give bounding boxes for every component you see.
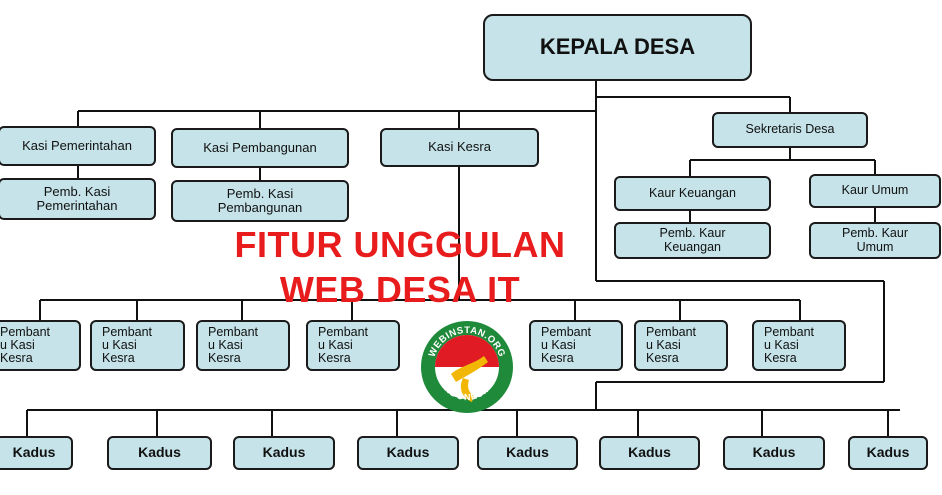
kasi-pemerintahan-box: Kasi Pemerintahan [0, 126, 156, 166]
pembantu-kasi-kesra-box: Pembant u Kasi Kesra [634, 320, 728, 371]
pemb-kaur-keuangan-label: Pemb. Kaur Keuangan [659, 225, 726, 254]
pembantu-kasi-kesra-box: Pembant u Kasi Kesra [306, 320, 400, 371]
kepala-desa-box: KEPALA DESA [483, 14, 752, 81]
kadus-label: Kadus [386, 444, 430, 461]
pemb-kaur-umum-label: Pemb. Kaur Umum [841, 225, 908, 254]
kaur-umum-box: Kaur Umum [809, 174, 941, 208]
kadus-box: Kadus [357, 436, 459, 470]
kadus-box: Kadus [723, 436, 825, 470]
pemb-kasi-pembangunan-label: Pemb. Kasi Pembangunan [217, 185, 303, 215]
kasi-pemerintahan-label: Kasi Pemerintahan [22, 137, 132, 153]
kadus-box: Kadus [0, 436, 73, 470]
sekretaris-desa-label: Sekretaris Desa [745, 122, 835, 137]
kasi-pembangunan-box: Kasi Pembangunan [171, 128, 349, 168]
overlay-title-line1: FITUR UNGGULAN [234, 224, 566, 265]
kasi-pembangunan-label: Kasi Pembangunan [203, 139, 317, 155]
kadus-box: Kadus [848, 436, 928, 470]
kasi-kesra-box: Kasi Kesra [380, 128, 539, 167]
kadus-label: Kadus [628, 444, 671, 461]
pembantu-kasi-kesra-label: Pembant u Kasi Kesra [318, 324, 369, 366]
webinstan-logo: WEBINSTAN.ORG INDONESIA [421, 321, 513, 413]
hand-shape [451, 356, 488, 382]
kaur-umum-label: Kaur Umum [841, 183, 909, 198]
pembantu-kasi-kesra-box: Pembant u Kasi Kesra [196, 320, 290, 371]
pembantu-kasi-kesra-box: Pembant u Kasi Kesra [752, 320, 846, 371]
pembantu-kasi-kesra-label: Pembant u Kasi Kesra [764, 324, 815, 366]
pembantu-kasi-kesra-box: Pembant u Kasi Kesra [90, 320, 185, 371]
pembantu-kasi-kesra-label: Pembant u Kasi Kesra [646, 324, 697, 366]
pembantu-kasi-kesra-label: Pembant u Kasi Kesra [102, 324, 153, 366]
kadus-box: Kadus [599, 436, 700, 470]
pembantu-kasi-kesra-label: Pembant u Kasi Kesra [541, 324, 592, 366]
kaur-keuangan-label: Kaur Keuangan [649, 185, 736, 200]
kadus-box: Kadus [107, 436, 212, 470]
kadus-label: Kadus [866, 444, 910, 461]
kadus-box: Kadus [477, 436, 578, 470]
pemb-kasi-pemerintahan-box: Pemb. Kasi Pemerintahan [0, 178, 156, 220]
pemb-kasi-pembangunan-box: Pemb. Kasi Pembangunan [171, 180, 349, 222]
kadus-box: Kadus [233, 436, 335, 470]
pembantu-kasi-kesra-label: Pembant u Kasi Kesra [0, 324, 51, 366]
kasi-kesra-label: Kasi Kesra [428, 139, 491, 155]
sekretaris-desa-box: Sekretaris Desa [712, 112, 868, 148]
pemb-kasi-pemerintahan-label: Pemb. Kasi Pemerintahan [36, 183, 118, 213]
pemb-kaur-keuangan-box: Pemb. Kaur Keuangan [614, 222, 771, 259]
pemb-kaur-umum-box: Pemb. Kaur Umum [809, 222, 941, 259]
kaur-keuangan-box: Kaur Keuangan [614, 176, 771, 211]
kadus-label: Kadus [506, 444, 549, 461]
hand-shape [460, 378, 474, 402]
overlay-title-line2: WEB DESA IT [279, 269, 521, 310]
kadus-label: Kadus [752, 444, 796, 461]
pembantu-kasi-kesra-label: Pembant u Kasi Kesra [208, 324, 259, 366]
kadus-label: Kadus [262, 444, 306, 461]
pembantu-kasi-kesra-box: Pembant u Kasi Kesra [529, 320, 623, 371]
pembantu-kasi-kesra-box: Pembant u Kasi Kesra [0, 320, 81, 371]
kadus-label: Kadus [138, 444, 181, 461]
kadus-label: Kadus [12, 444, 56, 461]
kepala-desa-label: KEPALA DESA [539, 34, 696, 60]
